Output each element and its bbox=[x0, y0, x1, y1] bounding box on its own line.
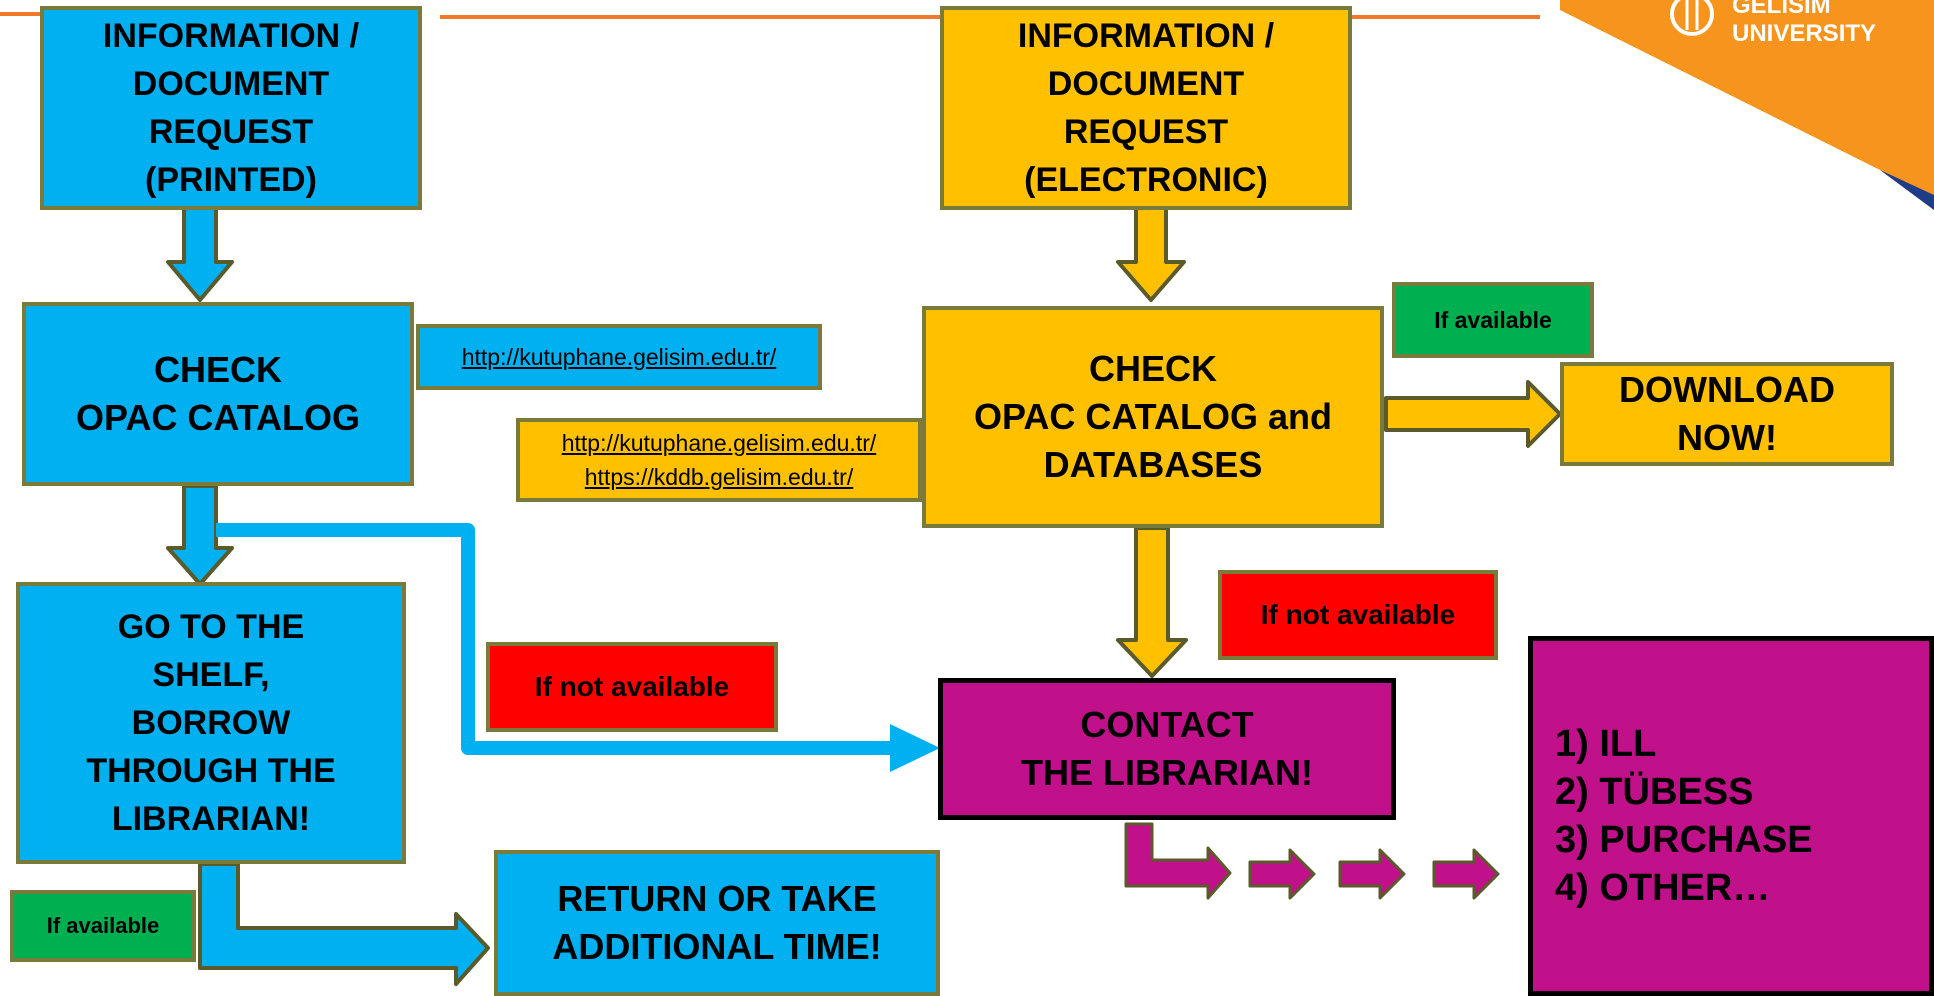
check-opac-db-box: CHECK OPAC CATALOG and DATABASES bbox=[922, 306, 1384, 528]
electronic-request-box: INFORMATION / DOCUMENT REQUEST (ELECTRON… bbox=[940, 6, 1352, 210]
go-to-shelf-line: LIBRARIAN! bbox=[111, 800, 311, 838]
logo-line2: UNIVERSITY bbox=[1732, 20, 1877, 47]
check-opac-db-line: CHECK bbox=[1088, 348, 1217, 389]
connector-opac-to-librarian bbox=[216, 523, 900, 755]
option-item: 2) TÜBESS bbox=[1555, 771, 1754, 813]
databases-link[interactable]: https://kddb.gelisim.edu.tr/ bbox=[584, 464, 854, 490]
electronic-request-line: (ELECTRONIC) bbox=[1024, 161, 1268, 199]
return-line: ADDITIONAL TIME! bbox=[552, 926, 882, 967]
electronic-request-line: INFORMATION / bbox=[1017, 17, 1275, 55]
printed-request-line: INFORMATION / bbox=[102, 17, 360, 55]
return-line: RETURN OR TAKE bbox=[557, 878, 877, 919]
arrow-librarian-to-options-4 bbox=[1432, 848, 1500, 900]
arrow-down-electronic bbox=[1116, 206, 1186, 302]
if-available-right-label: If available bbox=[1434, 306, 1552, 333]
download-line: DOWNLOAD bbox=[1619, 369, 1835, 410]
opac-link[interactable]: http://kutuphane.gelisim.edu.tr/ bbox=[461, 344, 777, 370]
electronic-request-line: DOCUMENT bbox=[1047, 65, 1245, 103]
logo-line1: GELISIM bbox=[1732, 0, 1831, 19]
options-box: 1) ILL 2) TÜBESS 3) PURCHASE 4) OTHER… bbox=[1528, 636, 1934, 996]
arrow-right-download bbox=[1384, 380, 1562, 448]
printed-request-box: INFORMATION / DOCUMENT REQUEST (PRINTED) bbox=[40, 6, 422, 210]
arrow-librarian-to-options-2 bbox=[1248, 848, 1316, 900]
go-to-shelf-line: SHELF, bbox=[152, 656, 270, 694]
contact-librarian-line: THE LIBRARIAN! bbox=[1021, 752, 1313, 793]
opac-link-2[interactable]: http://kutuphane.gelisim.edu.tr/ bbox=[561, 430, 877, 456]
if-not-available-right: If not available bbox=[1218, 570, 1498, 660]
contact-librarian-box: CONTACT THE LIBRARIAN! bbox=[938, 678, 1396, 820]
go-to-shelf-line: BORROW bbox=[131, 704, 291, 742]
check-opac-db-line: OPAC CATALOG and bbox=[974, 396, 1332, 437]
if-not-available-right-label: If not available bbox=[1260, 599, 1456, 630]
if-not-available-left: If not available bbox=[486, 642, 778, 732]
option-item: 4) OTHER… bbox=[1555, 867, 1771, 909]
go-to-shelf-line: THROUGH THE bbox=[86, 752, 336, 790]
download-box: DOWNLOAD NOW! bbox=[1560, 362, 1894, 466]
opac-link-box[interactable]: http://kutuphane.gelisim.edu.tr/ bbox=[416, 324, 822, 390]
option-item: 3) PURCHASE bbox=[1555, 819, 1813, 861]
arrow-librarian-to-options-1 bbox=[1124, 822, 1232, 900]
printed-request-line: (PRINTED) bbox=[145, 161, 317, 199]
arrow-down-printed bbox=[166, 206, 234, 302]
opac-db-link-box[interactable]: http://kutuphane.gelisim.edu.tr/ https:/… bbox=[516, 418, 922, 502]
arrow-librarian-to-options-3 bbox=[1338, 848, 1406, 900]
check-opac-box: CHECK OPAC CATALOG bbox=[22, 302, 414, 486]
go-to-shelf-line: GO TO THE bbox=[117, 608, 305, 646]
arrow-down-opac bbox=[166, 484, 234, 586]
electronic-request-line: REQUEST bbox=[1063, 113, 1229, 151]
if-available-left: If available bbox=[10, 890, 196, 962]
if-available-right: If available bbox=[1392, 282, 1594, 358]
check-opac-line: CHECK bbox=[153, 349, 282, 390]
check-opac-db-line: DATABASES bbox=[1043, 444, 1263, 485]
check-opac-line: OPAC CATALOG bbox=[76, 397, 360, 438]
if-available-left-label: If available bbox=[46, 913, 160, 938]
contact-librarian-line: CONTACT bbox=[1080, 704, 1254, 745]
option-item: 1) ILL bbox=[1555, 723, 1657, 765]
download-line: NOW! bbox=[1677, 417, 1777, 458]
return-box: RETURN OR TAKE ADDITIONAL TIME! bbox=[494, 850, 940, 996]
arrow-shelf-to-return bbox=[198, 862, 490, 986]
if-not-available-left-label: If not available bbox=[534, 671, 730, 702]
arrow-down-to-librarian bbox=[1116, 526, 1188, 678]
logo-banner bbox=[1560, 0, 1934, 210]
go-to-shelf-box: GO TO THE SHELF, BORROW THROUGH THE LIBR… bbox=[16, 582, 406, 864]
printed-request-line: REQUEST bbox=[148, 113, 314, 151]
arrowhead-to-librarian bbox=[890, 724, 940, 772]
printed-request-line: DOCUMENT bbox=[132, 65, 330, 103]
